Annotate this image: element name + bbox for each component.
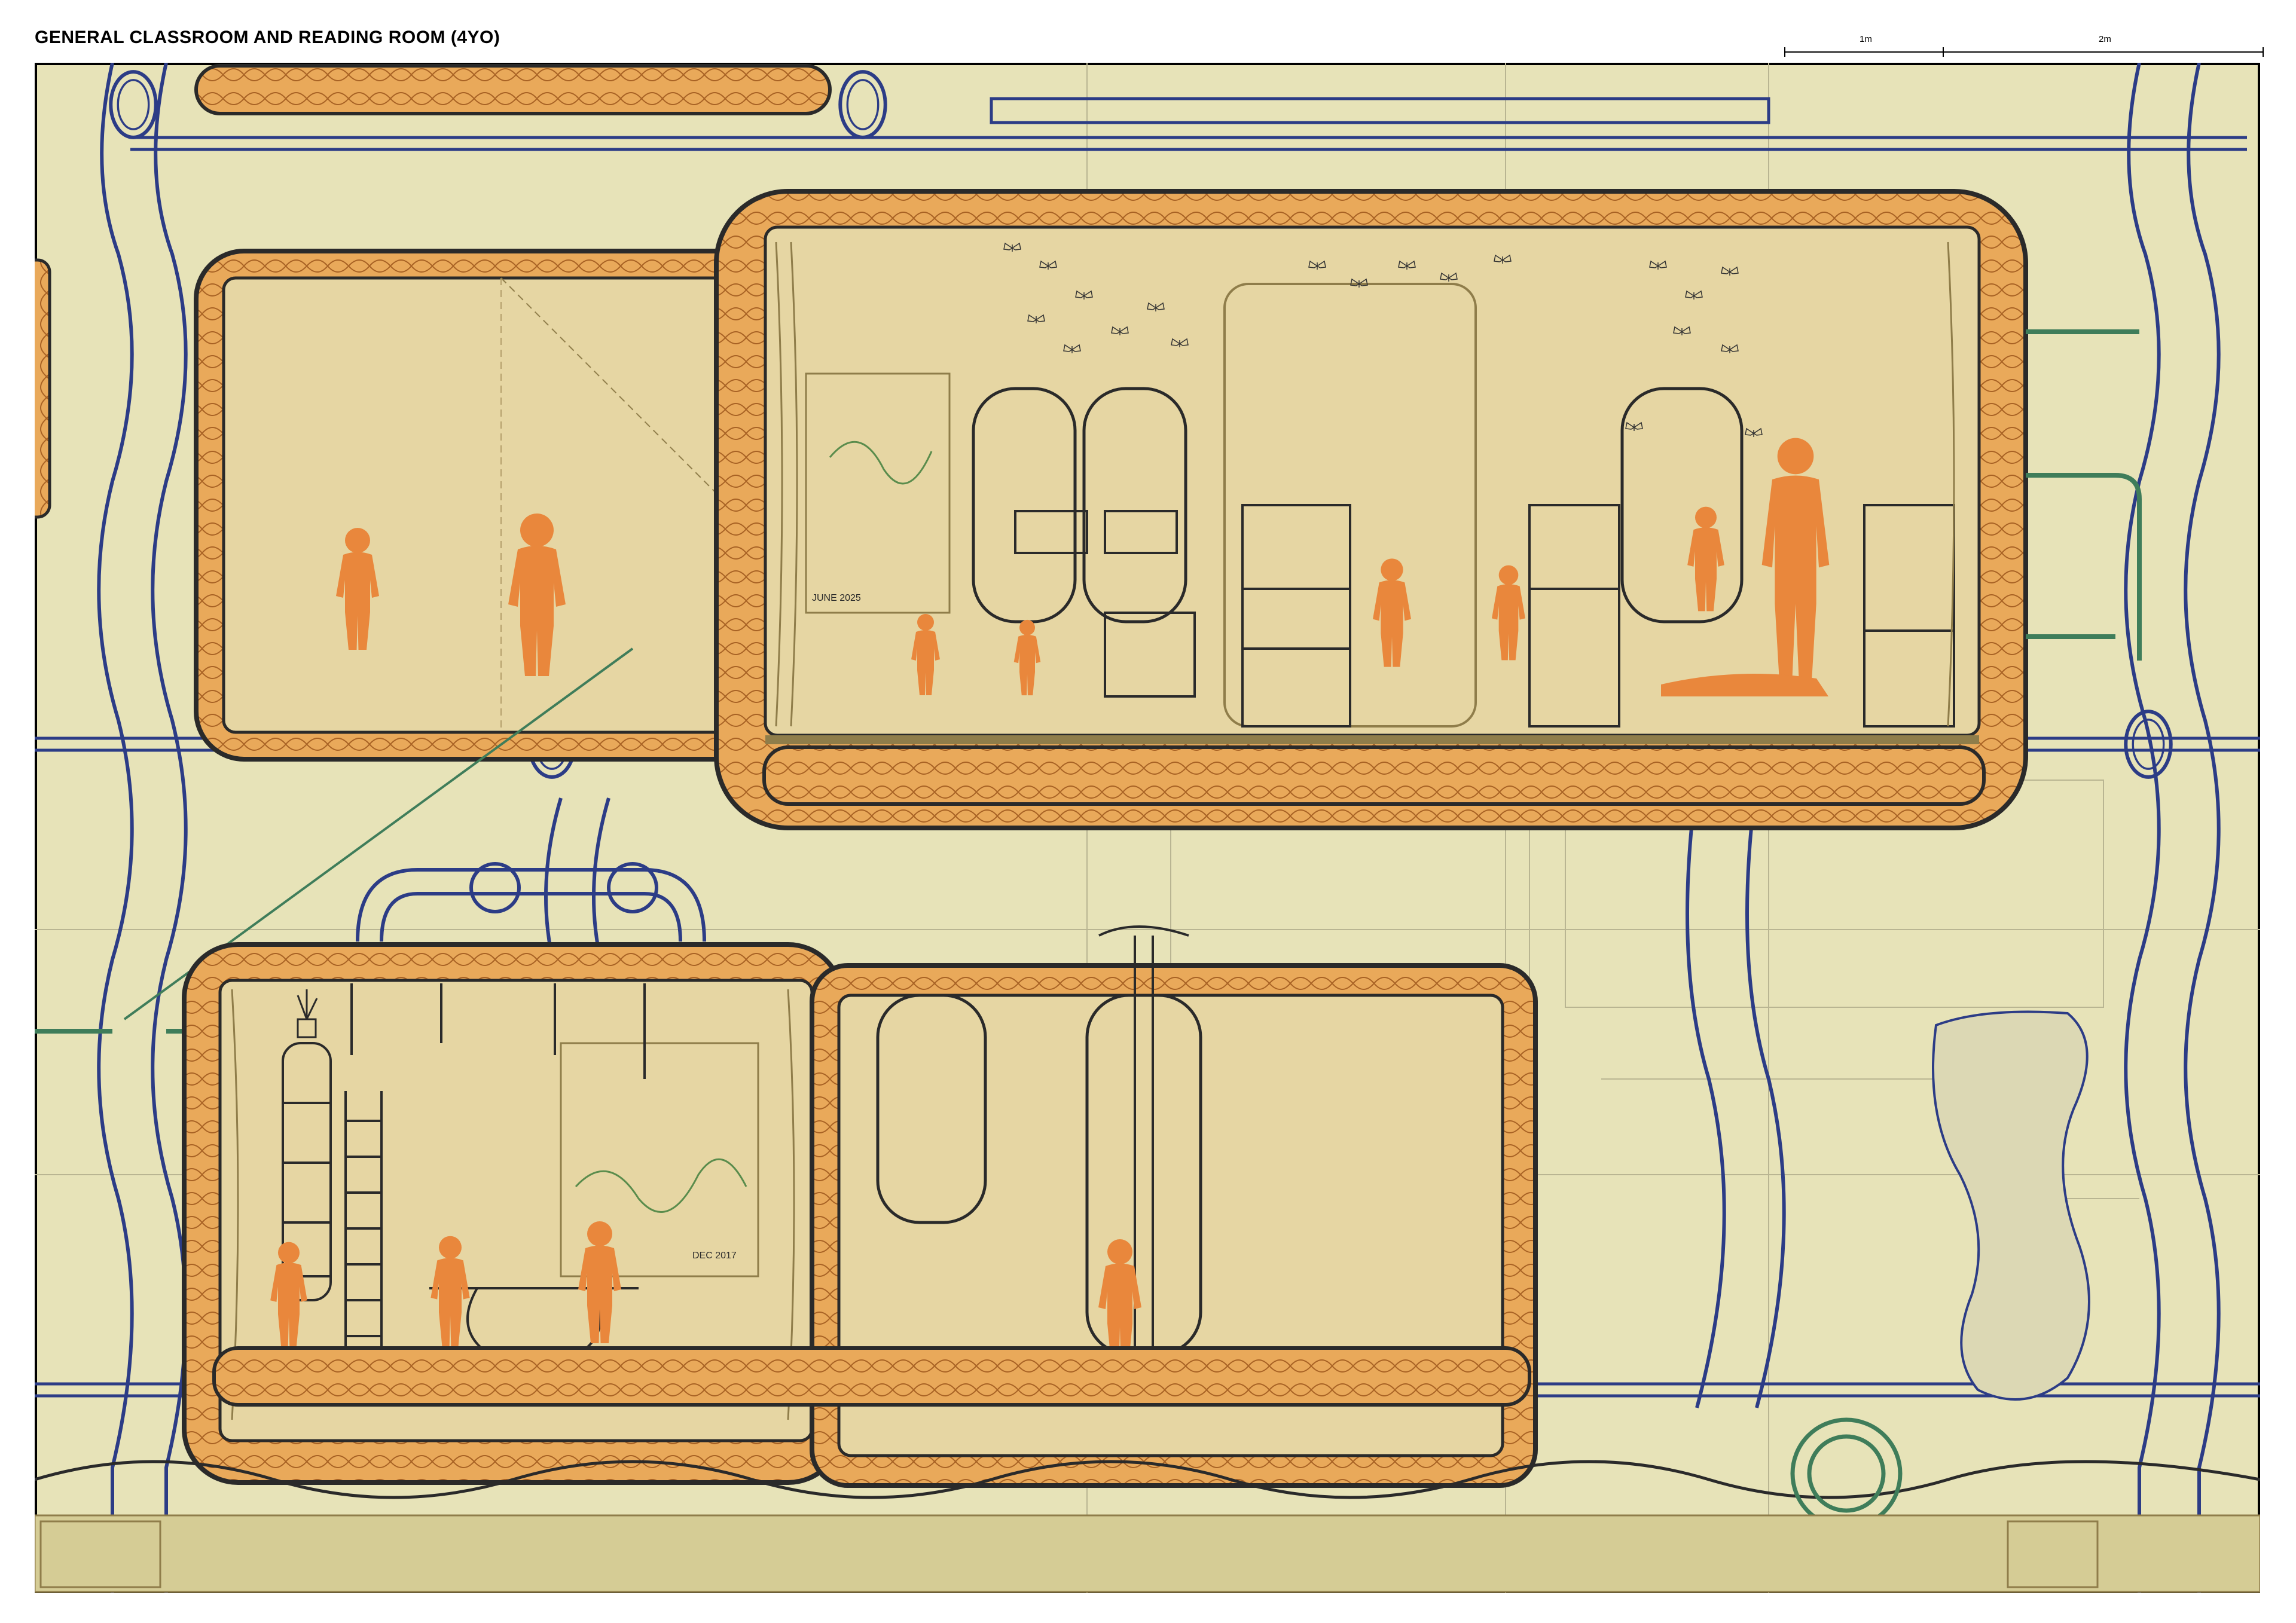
scale-label-2m: 2m (2099, 34, 2111, 44)
top-room-strip (194, 64, 832, 115)
lower-room-wall-label: DEC 2017 (692, 1251, 737, 1261)
upper-room-wall-label: JUNE 2025 (812, 593, 861, 603)
rock-form (1932, 1010, 2090, 1401)
ground-line (35, 1460, 2260, 1499)
drawing-title: GENERAL CLASSROOM AND READING ROOM (4YO) (35, 27, 500, 47)
scale-label-1m: 1m (1860, 34, 1872, 44)
section-drawing: JUNE 2025 (35, 63, 2260, 1593)
upper-main-room: JUNE 2025 (714, 189, 2028, 830)
plant-icon (297, 989, 318, 1038)
scale-bar-icon (1784, 47, 2264, 57)
foundation (35, 1514, 2260, 1593)
lower-floor-slab (212, 1346, 1531, 1407)
adult-figure-icon (1661, 438, 1830, 696)
ducts (356, 862, 706, 942)
ladder-icon (344, 1091, 383, 1354)
left-room-edge (35, 258, 51, 519)
upper-floor-slab (762, 745, 1986, 806)
scale-bar: 1m 2m (1784, 34, 2264, 57)
